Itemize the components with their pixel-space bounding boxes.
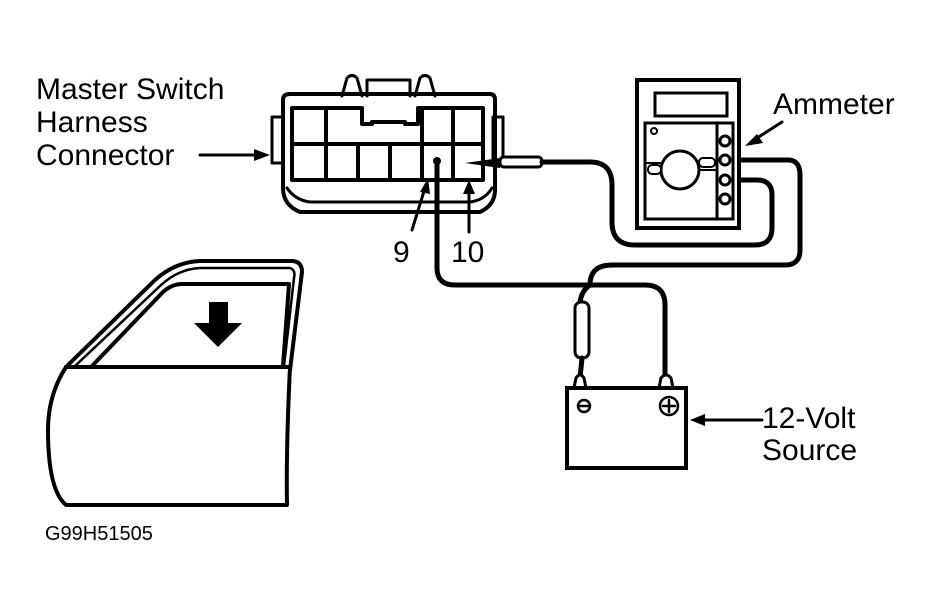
battery	[565, 373, 688, 470]
terminal-10-callout	[463, 180, 475, 234]
ammeter-jack-2	[718, 153, 732, 167]
connector-label-line2: Harness	[36, 106, 148, 139]
wire-terminal9-to-battery-negative	[434, 158, 668, 381]
window-down-arrow-icon	[194, 302, 242, 347]
ammeter-display	[653, 91, 729, 118]
ammeter-pointer-arrow	[745, 120, 784, 146]
ammeter-label: Ammeter	[773, 88, 895, 121]
ammeter-jack-1	[718, 134, 732, 148]
battery-positive-terminal-icon	[658, 395, 680, 417]
connector-pointer-arrow	[198, 149, 270, 161]
terminal-9-label: 9	[393, 236, 410, 269]
ammeter-jack-4	[718, 192, 732, 206]
harness-connector	[270, 74, 505, 214]
terminal-9-callout	[410, 178, 430, 232]
connector-label-line1: Master Switch	[36, 73, 224, 106]
car-door	[46, 259, 304, 507]
source-pointer-arrow	[690, 414, 764, 426]
figure-id: G99H51505	[45, 523, 153, 545]
inline-fuse	[573, 300, 591, 381]
terminal-10-label: 10	[451, 236, 484, 269]
ammeter-jack-3	[718, 173, 732, 187]
connector-label-line3: Connector	[36, 139, 174, 172]
source-label-line2: Source	[762, 434, 857, 467]
battery-negative-terminal-icon	[576, 398, 592, 414]
source-label-line1: 12-Volt	[762, 402, 856, 435]
wire-probe-to-ammeter	[539, 159, 775, 248]
wire-ammeter-to-battery-positive	[587, 157, 803, 288]
test-probe	[465, 155, 544, 169]
ammeter-dial	[659, 149, 701, 191]
ammeter	[635, 78, 741, 230]
